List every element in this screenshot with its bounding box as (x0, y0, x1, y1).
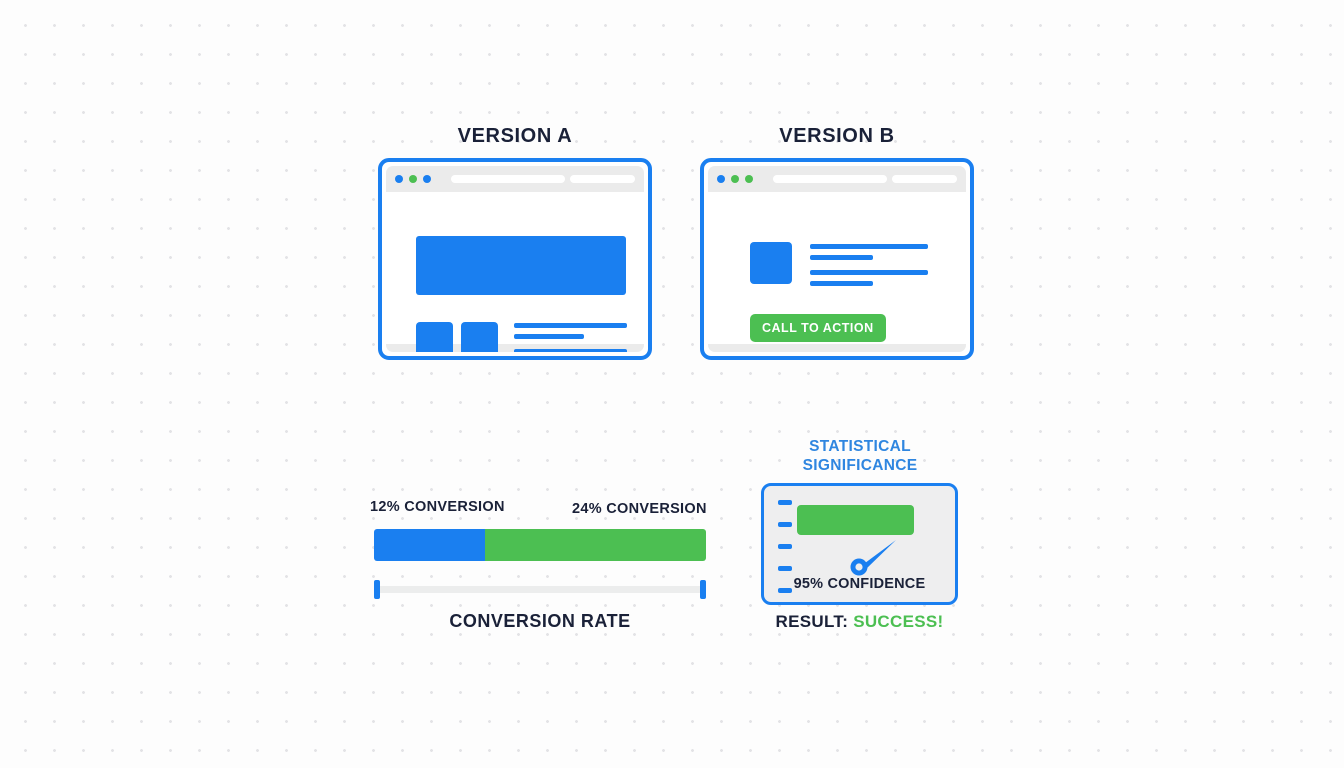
result-prefix-label: RESULT: (775, 612, 849, 631)
window-dot-close-icon (717, 175, 725, 183)
result-line: RESULT: SUCCESS! (761, 612, 958, 632)
gauge-tick-4 (778, 566, 792, 571)
address-bar-pill-secondary (569, 175, 635, 183)
version-b-page-content: CALL TO ACTION (708, 192, 966, 344)
version-a-browser-mockup (378, 158, 652, 360)
address-bar-pill-secondary (891, 175, 957, 183)
address-bar-pill (773, 175, 887, 183)
window-dot-close-icon (395, 175, 403, 183)
conversion-rate-caption: CONVERSION RATE (449, 611, 631, 631)
text-line-2 (514, 334, 584, 339)
conversion-scale-track (374, 580, 706, 599)
version-b-browser-mockup: CALL TO ACTION (700, 158, 974, 360)
hero-banner-placeholder (416, 236, 626, 295)
conversion-rate-bar-chart (374, 529, 706, 561)
window-dot-minimize-icon (409, 175, 417, 183)
gauge-fill-bar (797, 505, 914, 535)
statistical-significance-title: STATISTICAL SIGNIFICANCE (802, 438, 918, 474)
conversion-label-version-b: 24% CONVERSION (572, 501, 707, 517)
text-line-3 (810, 270, 928, 275)
conversion-bar-segment-a (374, 529, 485, 561)
version-a-browser-inner (386, 166, 644, 352)
text-line-1 (810, 244, 928, 249)
address-bar-pill (451, 175, 565, 183)
gauge-tick-5 (778, 588, 792, 593)
window-dot-maximize-icon (423, 175, 431, 183)
conversion-label-version-a: 12% CONVERSION (370, 499, 505, 515)
content-square-2 (461, 322, 498, 352)
version-a-browser-chrome (386, 166, 644, 192)
conversion-bar-segment-b (484, 529, 706, 561)
version-b-browser-chrome (708, 166, 966, 192)
scale-tick-start (374, 580, 380, 599)
version-a-browser-footer (386, 344, 644, 352)
version-b-title: VERSION B (779, 125, 895, 147)
gauge-tick-2 (778, 522, 792, 527)
window-dot-minimize-icon (731, 175, 739, 183)
version-b-address-bar (773, 175, 957, 183)
confidence-level-label: 95% CONFIDENCE (793, 576, 926, 592)
content-square-1 (750, 242, 792, 284)
result-status-badge: SUCCESS! (853, 612, 944, 631)
version-a-title: VERSION A (457, 125, 573, 147)
content-square-1 (416, 322, 453, 352)
version-b-browser-footer (708, 344, 966, 352)
gauge-tick-1 (778, 500, 792, 505)
text-line-1 (514, 323, 627, 328)
text-line-4 (810, 281, 873, 286)
version-a-page-content (386, 192, 644, 352)
gauge-needle-icon (850, 540, 896, 576)
call-to-action-button[interactable]: CALL TO ACTION (750, 314, 886, 342)
window-dot-maximize-icon (745, 175, 753, 183)
version-b-browser-inner: CALL TO ACTION (708, 166, 966, 352)
version-a-address-bar (451, 175, 635, 183)
statistical-significance-gauge-panel: 95% CONFIDENCE (761, 483, 958, 605)
gauge-tick-3 (778, 544, 792, 549)
text-line-3 (514, 349, 627, 352)
text-line-2 (810, 255, 873, 260)
scale-tick-end (700, 580, 706, 599)
